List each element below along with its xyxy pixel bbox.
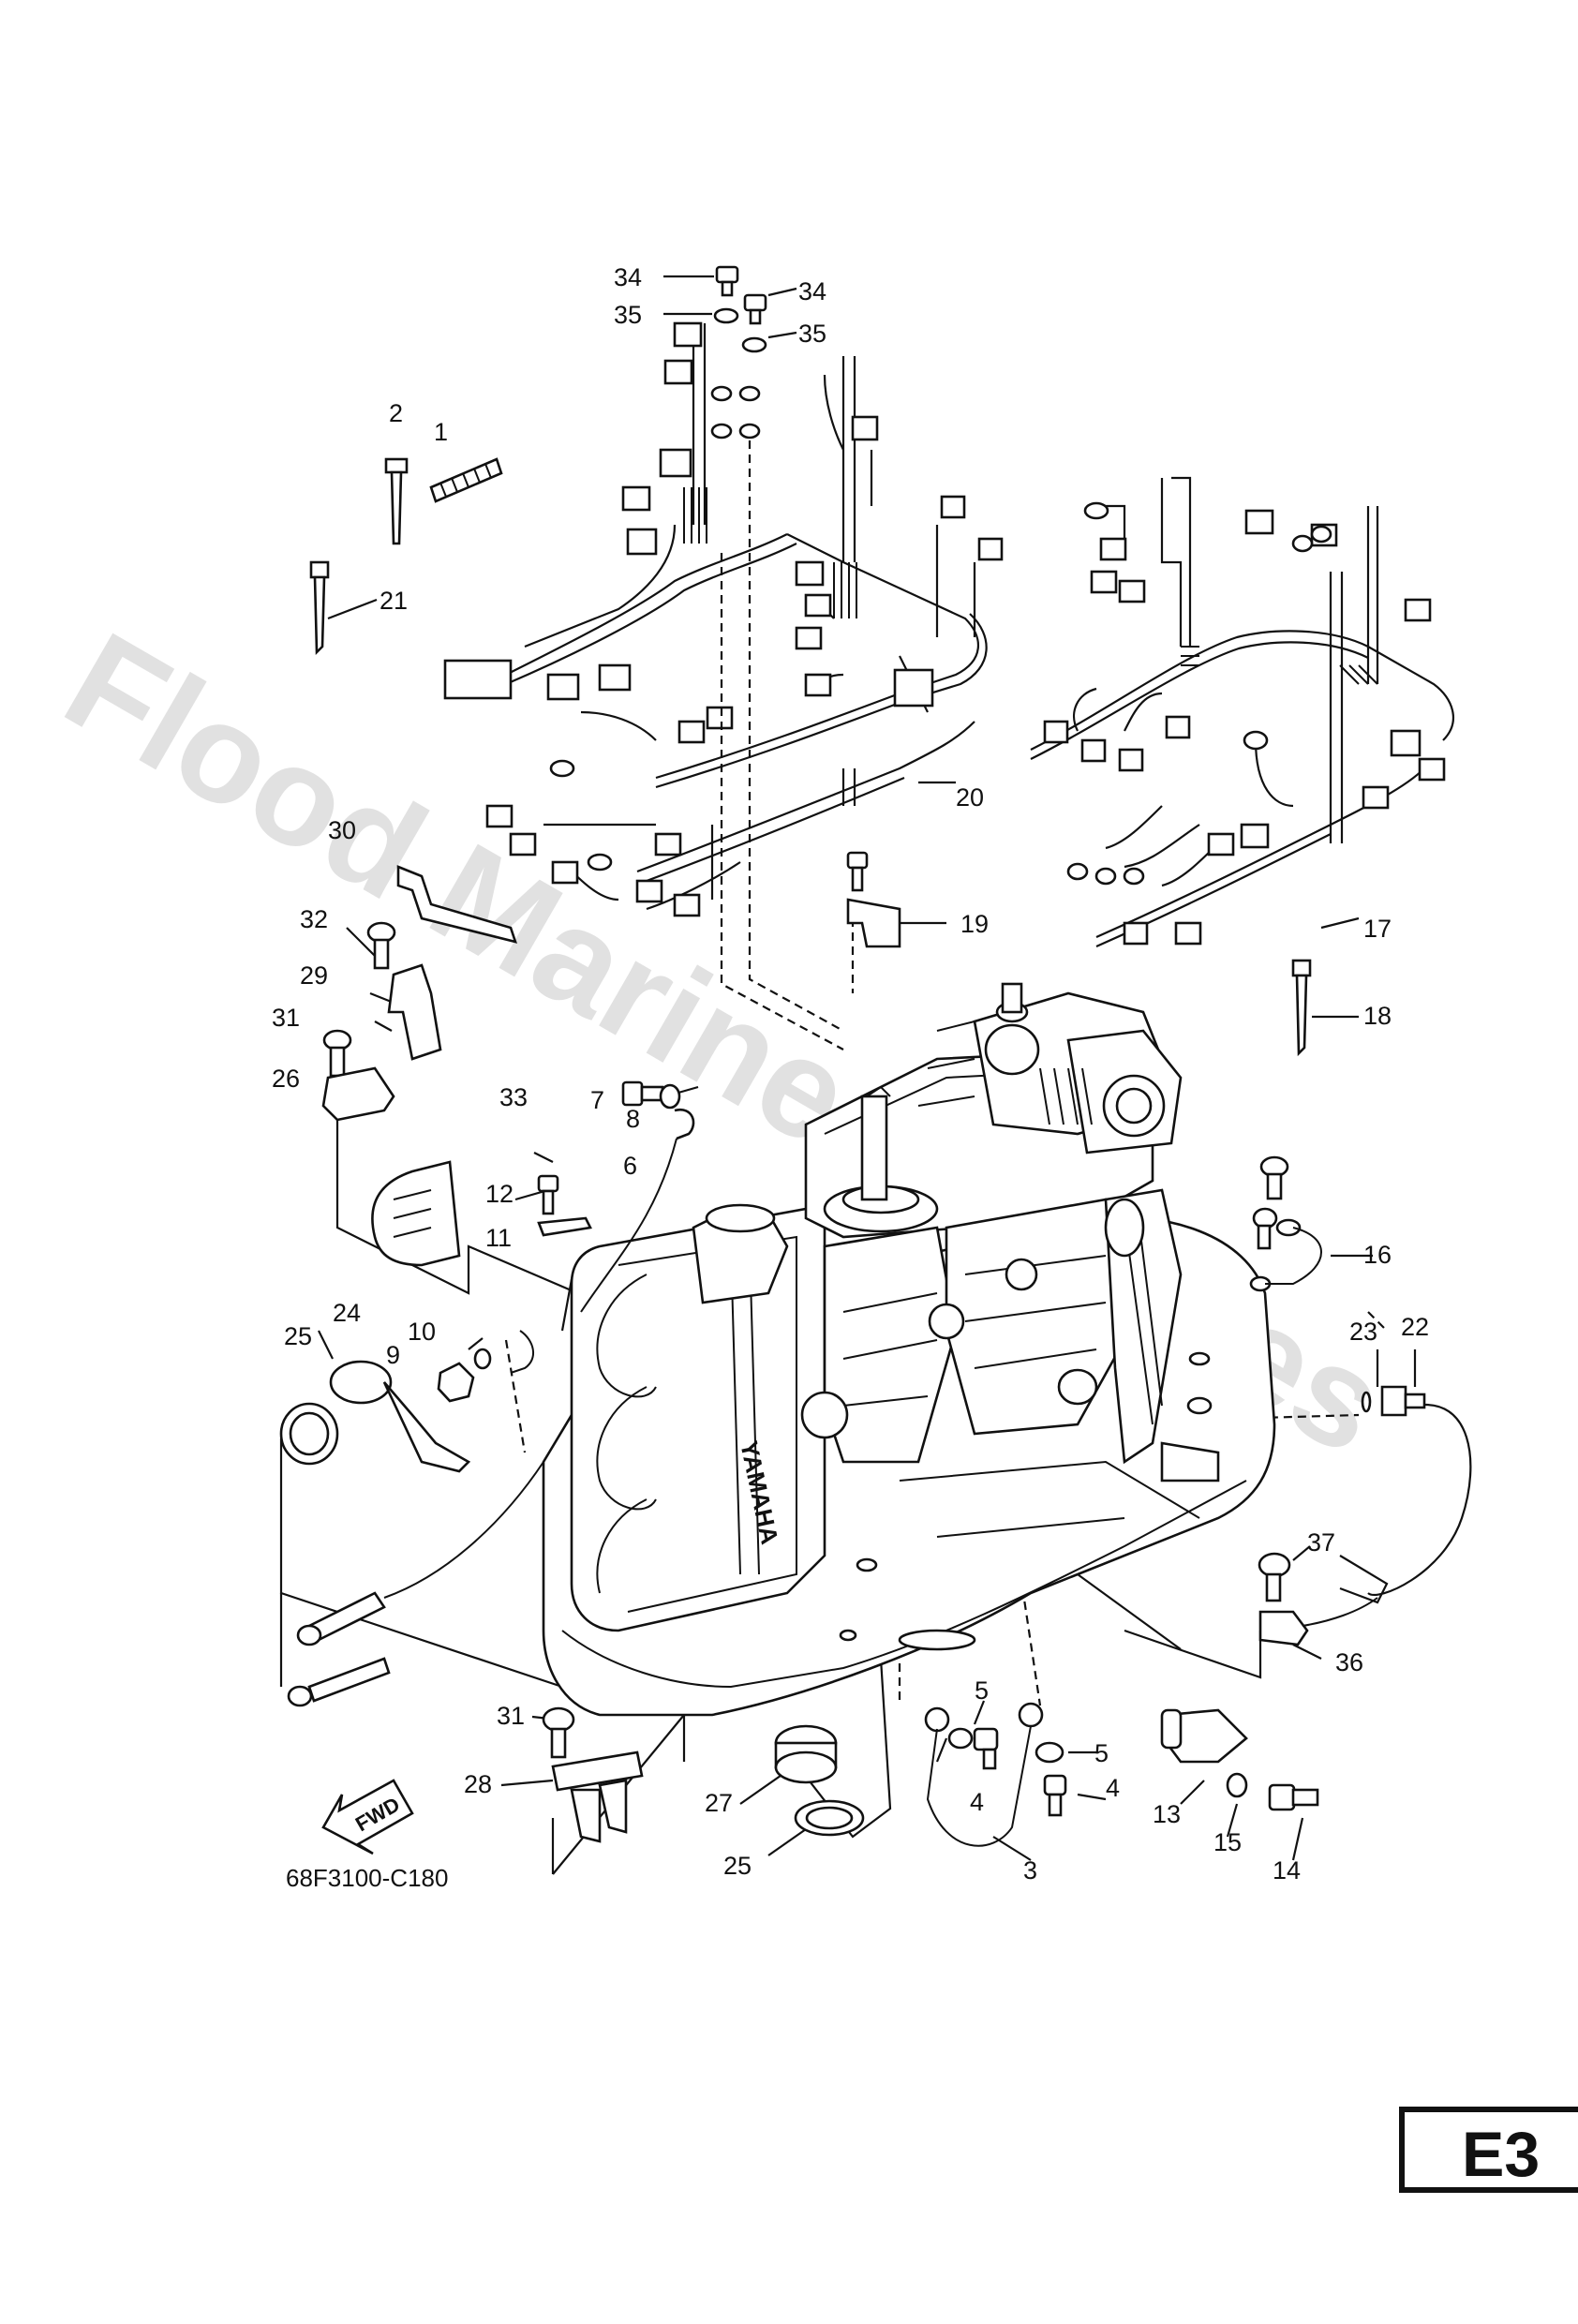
wire-harness-20 xyxy=(443,321,1004,917)
page-code: E3 xyxy=(1462,2119,1540,2190)
callout-27: 27 xyxy=(705,1789,733,1817)
callout-11: 11 xyxy=(485,1224,512,1252)
callout-33: 33 xyxy=(499,1083,528,1111)
callout-20: 20 xyxy=(956,783,984,812)
callout-14: 14 xyxy=(1273,1856,1301,1885)
callout-18: 18 xyxy=(1363,1002,1392,1030)
engine-block: YAMAHA xyxy=(542,982,1276,1717)
callout-25: 25 xyxy=(723,1852,752,1880)
callout-5: 5 xyxy=(1094,1739,1109,1767)
callout-8: 8 xyxy=(626,1105,640,1133)
callout-35: 35 xyxy=(614,301,642,329)
callout-36: 36 xyxy=(1335,1648,1363,1676)
callout-32: 32 xyxy=(300,905,328,933)
callout-4: 4 xyxy=(1106,1774,1120,1802)
callout-16: 16 xyxy=(1363,1241,1392,1269)
callout-labels: 34 34 35 35 2 1 21 20 17 30 32 19 29 18 … xyxy=(272,263,1429,1885)
fwd-arrow-icon: FWD xyxy=(321,1779,414,1855)
callout-24: 24 xyxy=(333,1299,361,1327)
callout-12: 12 xyxy=(485,1180,514,1208)
callout-37: 37 xyxy=(1307,1528,1335,1557)
callout-21: 21 xyxy=(380,587,408,615)
callout-31: 31 xyxy=(497,1702,525,1730)
wire-harness-17 xyxy=(1030,476,1454,948)
page-code-box: E3 xyxy=(1399,2107,1578,2193)
callout-9: 9 xyxy=(386,1341,400,1369)
callout-29: 29 xyxy=(300,961,328,990)
callout-17: 17 xyxy=(1363,915,1392,943)
callout-5: 5 xyxy=(975,1676,989,1705)
callout-28: 28 xyxy=(464,1770,492,1798)
callout-35: 35 xyxy=(798,320,826,348)
callout-25: 25 xyxy=(284,1322,312,1350)
callout-15: 15 xyxy=(1213,1828,1242,1856)
callout-2: 2 xyxy=(389,399,403,427)
callout-34: 34 xyxy=(614,263,642,291)
callout-7: 7 xyxy=(590,1086,604,1114)
callout-10: 10 xyxy=(408,1318,436,1346)
callout-22: 22 xyxy=(1401,1313,1429,1341)
callout-31: 31 xyxy=(272,1004,300,1032)
callout-6: 6 xyxy=(623,1152,637,1180)
callout-26: 26 xyxy=(272,1065,300,1093)
callout-3: 3 xyxy=(1023,1856,1037,1885)
callout-19: 19 xyxy=(960,910,989,938)
callout-13: 13 xyxy=(1153,1800,1181,1828)
leader-lines xyxy=(279,275,1472,1875)
callout-34: 34 xyxy=(798,277,826,305)
callout-1: 1 xyxy=(434,418,448,446)
callout-4: 4 xyxy=(970,1788,984,1816)
drawing-code: 68F3100-C180 xyxy=(286,1864,448,1892)
callout-23: 23 xyxy=(1349,1318,1377,1346)
callout-30: 30 xyxy=(328,816,356,844)
small-parts: FWD xyxy=(279,265,1426,1855)
